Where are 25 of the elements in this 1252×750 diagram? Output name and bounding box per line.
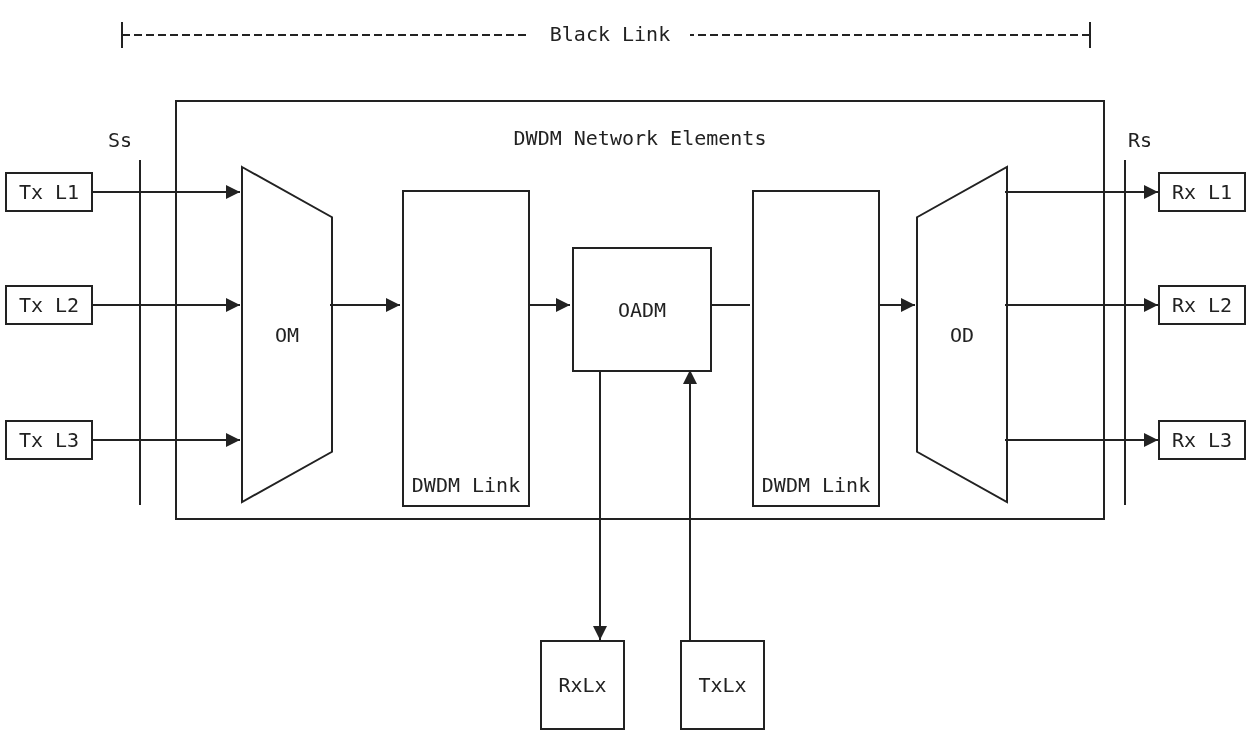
arrow xyxy=(92,185,241,199)
transmitter-box xyxy=(5,285,93,325)
arrow xyxy=(329,298,401,312)
link-box xyxy=(402,190,530,507)
receiver-box xyxy=(1158,172,1246,212)
transmitter-box xyxy=(680,640,765,730)
network-elements-box xyxy=(175,100,1105,520)
receiver-box xyxy=(540,640,625,730)
oadm-box xyxy=(572,247,712,372)
receiver-box xyxy=(1158,285,1246,325)
arrow xyxy=(527,298,571,312)
transmitter-box xyxy=(5,420,93,460)
arrow xyxy=(683,369,697,641)
arrow xyxy=(92,298,241,312)
arrow xyxy=(1004,298,1159,312)
transmitter-box xyxy=(5,172,93,212)
arrow xyxy=(877,298,916,312)
arrow xyxy=(593,369,607,641)
multiplexer-trapezoid xyxy=(242,167,332,502)
demultiplexer-trapezoid xyxy=(917,167,1007,502)
arrow xyxy=(1004,185,1159,199)
arrow xyxy=(1004,433,1159,447)
receiver-box xyxy=(1158,420,1246,460)
link-box xyxy=(752,190,880,507)
arrow xyxy=(92,433,241,447)
